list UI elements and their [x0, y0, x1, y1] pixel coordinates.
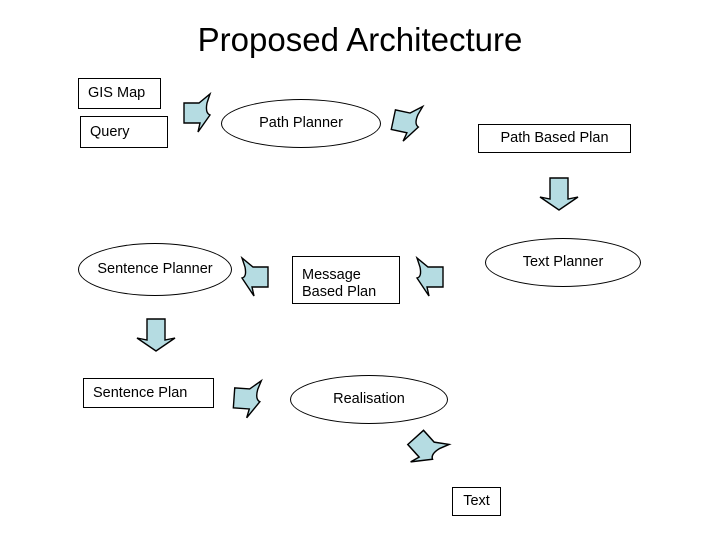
arrow-diagonal-down-right-icon [399, 422, 456, 478]
arrow-right-icon [183, 91, 217, 133]
node-sentence-plan[interactable]: Sentence Plan [83, 378, 214, 408]
arrow-down-icon [538, 177, 580, 213]
node-label: GIS Map [88, 85, 146, 101]
node-text[interactable]: Text [452, 487, 501, 516]
node-label: Text Planner [522, 254, 604, 270]
node-realisation[interactable]: Realisation [290, 375, 448, 424]
node-path-based-plan[interactable]: Path Based Plan [478, 124, 631, 153]
node-path-planner[interactable]: Path Planner [221, 99, 381, 148]
node-label: Realisation [333, 391, 405, 407]
arrow-left-icon [237, 255, 271, 298]
node-message-based-plan[interactable]: Message Based Plan [292, 256, 400, 304]
node-label: Path Planner [259, 115, 343, 131]
node-text-planner[interactable]: Text Planner [485, 238, 641, 287]
node-label-line-1: Message [302, 266, 361, 283]
node-label: Sentence Planner [97, 261, 213, 277]
arrow-right-icon [232, 377, 269, 421]
page-title: Proposed Architecture [197, 21, 523, 58]
node-label: Message Based Plan [302, 260, 376, 301]
node-gis-map[interactable]: GIS Map [78, 78, 161, 109]
arrow-down-icon [135, 318, 177, 354]
node-query[interactable]: Query [80, 116, 168, 148]
node-sentence-planner[interactable]: Sentence Planner [78, 243, 232, 296]
node-label: Sentence Plan [93, 384, 188, 401]
node-label: Text [463, 493, 490, 509]
node-label: Query [90, 123, 130, 140]
node-label: Path Based Plan [500, 130, 609, 146]
arrow-right-icon [388, 99, 430, 147]
arrow-left-icon [412, 255, 446, 298]
node-label-line-2: Based Plan [302, 283, 377, 300]
